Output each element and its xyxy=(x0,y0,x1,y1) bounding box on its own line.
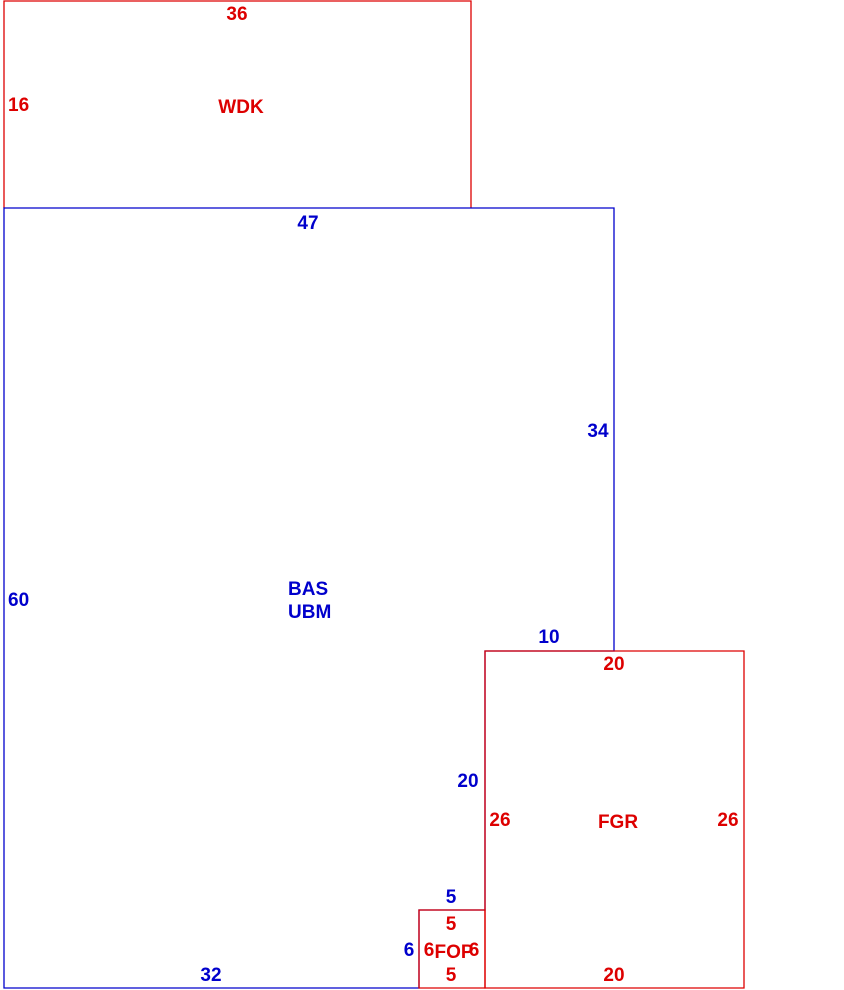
wdk-area: 36 16 WDK xyxy=(3,0,472,208)
wdk-dim-left: 16 xyxy=(8,95,29,116)
fop-area: 5 6 6 FOP 5 xyxy=(418,909,486,989)
fop-outline xyxy=(418,909,486,989)
fop-dim-right: 6 xyxy=(469,940,480,961)
fgr-outline xyxy=(484,650,745,989)
wdk-outline xyxy=(3,0,472,208)
fgr-dim-top: 20 xyxy=(603,654,624,675)
bas-dim-notch-side: 6 xyxy=(404,940,415,961)
bas-label: BAS xyxy=(288,579,328,600)
fop-dim-left: 6 xyxy=(424,940,435,961)
fgr-dim-bottom: 20 xyxy=(603,965,624,986)
bas-dim-step-top: 10 xyxy=(538,627,559,648)
fgr-label: FGR xyxy=(598,812,638,833)
bas-dim-top: 47 xyxy=(297,213,318,234)
bas-dim-notch-top: 5 xyxy=(446,887,457,908)
bas-dim-step-side: 20 xyxy=(457,771,478,792)
wdk-dim-top: 36 xyxy=(226,4,247,25)
bas-dim-right: 34 xyxy=(587,421,609,442)
fop-label: FOP xyxy=(434,942,473,963)
fgr-dim-right: 26 xyxy=(717,810,738,831)
bas-area: 47 34 60 BAS UBM 10 20 5 6 32 xyxy=(3,207,615,989)
fgr-dim-left: 26 xyxy=(489,810,510,831)
wdk-label: WDK xyxy=(218,97,264,118)
fgr-area: 20 26 26 FGR 20 xyxy=(484,650,745,989)
bas-dim-bottom: 32 xyxy=(200,965,221,986)
bas-dim-left: 60 xyxy=(8,590,29,611)
fop-dim-top: 5 xyxy=(446,914,457,935)
ubm-label: UBM xyxy=(288,602,331,623)
fop-dim-bottom: 5 xyxy=(446,965,457,986)
